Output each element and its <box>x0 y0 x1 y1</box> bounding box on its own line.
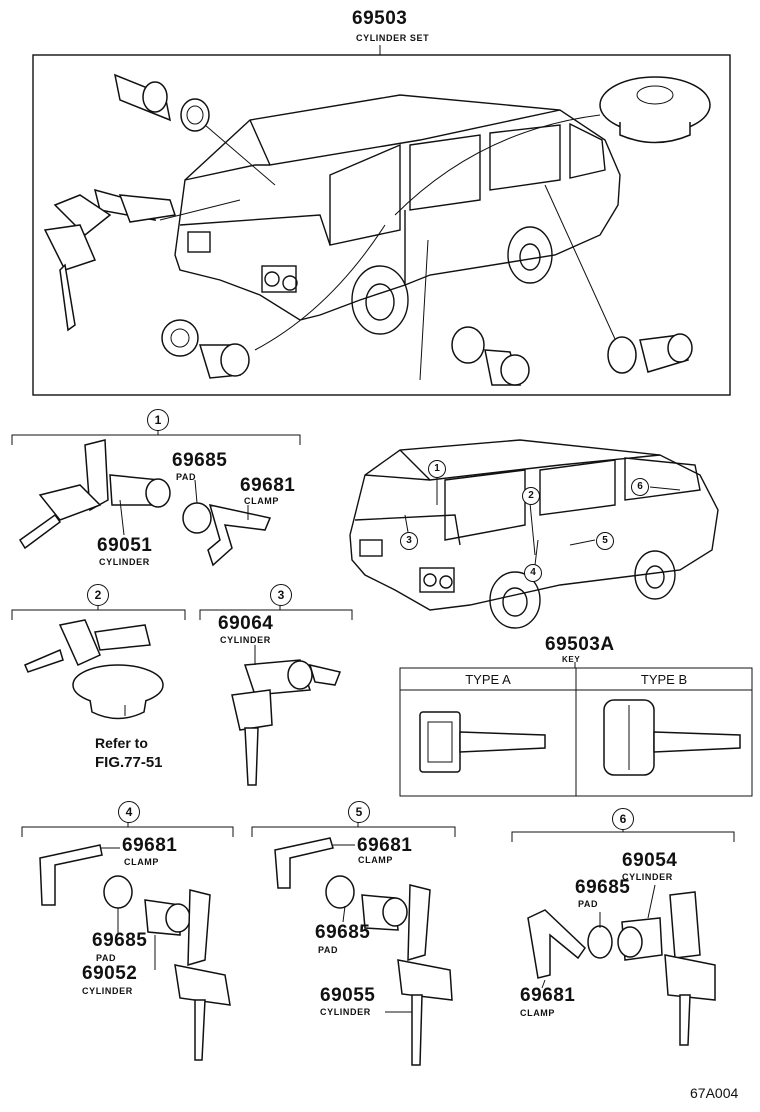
group4-cylinder-label: CYLINDER <box>82 986 133 996</box>
group6-cylinder-label: CYLINDER <box>622 872 673 882</box>
group5-clamp-label: CLAMP <box>358 855 393 865</box>
group1-clamp-label: CLAMP <box>244 496 279 506</box>
group1-pad-label: PAD <box>176 472 197 482</box>
group6-pad-label: PAD <box>578 899 599 909</box>
group6-cylinder-illustration <box>527 884 716 1046</box>
van-marker-5: 5 <box>596 532 614 550</box>
group3-marker: 3 <box>270 584 292 606</box>
van-marker-3: 3 <box>400 532 418 550</box>
key-part-number: 69503A <box>545 634 615 655</box>
group5-marker: 5 <box>348 801 370 823</box>
key-type-b-header: TYPE B <box>640 672 688 687</box>
group1-cylinder-number: 69051 <box>97 535 153 556</box>
key-part-label: KEY <box>562 655 581 664</box>
group4-clamp-number: 69681 <box>122 835 178 856</box>
key-type-b-illustration <box>603 699 741 776</box>
group5-cylinder-label: CYLINDER <box>320 1007 371 1017</box>
group1-cylinder-label: CYLINDER <box>99 557 150 567</box>
group4-pad-label: PAD <box>96 953 117 963</box>
cylinder-part-front-door <box>161 319 250 379</box>
group1-cylinder-illustration <box>18 439 272 567</box>
group6-clamp-label: CLAMP <box>520 1008 555 1018</box>
figure-code: 67A004 <box>690 1085 739 1101</box>
key-type-a-illustration <box>419 711 546 773</box>
group2-marker: 2 <box>87 584 109 606</box>
van-marker-2: 2 <box>522 487 540 505</box>
cylinder-part-side-door <box>451 326 530 386</box>
main-part-label: CYLINDER SET <box>356 33 430 43</box>
group6-cylinder-number: 69054 <box>622 850 678 871</box>
group4-pad-number: 69685 <box>92 930 148 951</box>
group4-marker: 4 <box>118 801 140 823</box>
cylinder-set-frame <box>32 54 731 396</box>
group5-clamp-number: 69681 <box>357 835 413 856</box>
group5-cylinder-illustration <box>274 837 453 1066</box>
group6-pad-number: 69685 <box>575 877 631 898</box>
group1-pad-number: 69685 <box>172 450 228 471</box>
ignition-cylinder-part <box>43 188 176 332</box>
main-part-number: 69503 <box>352 8 408 29</box>
group2-refer-line1: Refer to <box>95 735 148 751</box>
van-marker-6: 6 <box>631 478 649 496</box>
group5-pad-label: PAD <box>318 945 339 955</box>
group6-marker: 6 <box>612 808 634 830</box>
fuel-cap-part <box>599 76 711 144</box>
group3-cylinder-number: 69064 <box>218 613 274 634</box>
cylinder-part-back-door <box>607 333 693 374</box>
group2-fuel-cap-illustration <box>24 619 164 720</box>
van-illustration-top <box>159 94 621 381</box>
van-marker-4: 4 <box>524 564 542 582</box>
group5-cylinder-number: 69055 <box>320 985 376 1006</box>
group3-cylinder-illustration <box>231 645 342 786</box>
key-type-a-header: TYPE A <box>465 672 511 687</box>
group4-cylinder-illustration <box>39 844 231 1061</box>
group1-marker: 1 <box>147 409 169 431</box>
group1-clamp-number: 69681 <box>240 475 296 496</box>
group4-clamp-label: CLAMP <box>124 857 159 867</box>
group5-pad-number: 69685 <box>315 922 371 943</box>
group4-cylinder-number: 69052 <box>82 963 138 984</box>
group2-refer-line2: FIG.77-51 <box>95 754 163 771</box>
van-marker-1: 1 <box>428 460 446 478</box>
group3-cylinder-label: CYLINDER <box>220 635 271 645</box>
van-illustration-index <box>349 439 719 629</box>
group6-clamp-number: 69681 <box>520 985 576 1006</box>
cylinder-part-top-left <box>113 73 210 132</box>
